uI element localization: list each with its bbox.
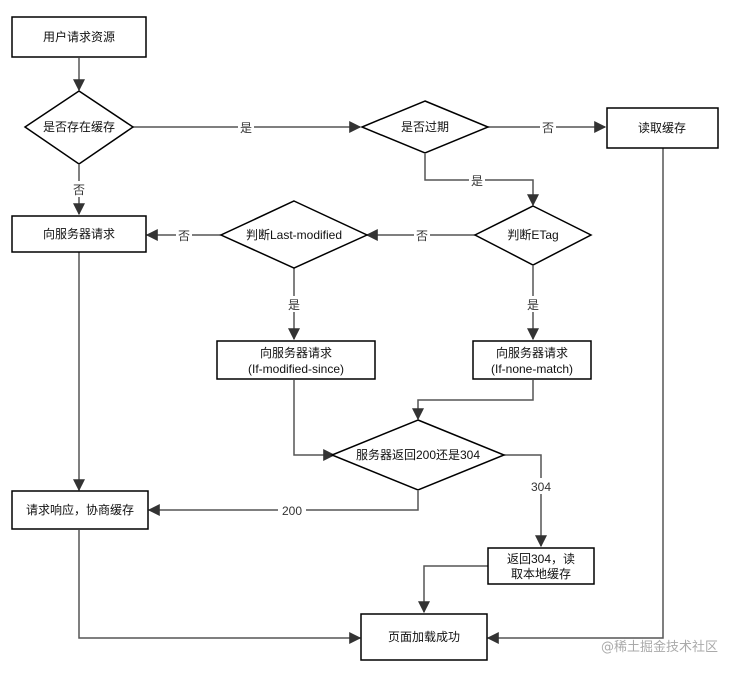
node-is-cached-label: 是否存在缓存 <box>43 120 115 134</box>
edge-response-to-page-loaded <box>78 530 362 644</box>
nodes: 用户请求资源 是否存在缓存 是否过期 读取缓存 向服务器请求 判断Last-mo… <box>11 16 719 661</box>
node-page-loaded-label: 页面加载成功 <box>388 630 460 644</box>
edge-label-cached-yes: 是 <box>240 121 252 135</box>
node-user-request-label: 用户请求资源 <box>43 29 115 44</box>
node-inm-line-1: 向服务器请求 <box>496 345 568 360</box>
node-check-etag: 判断ETag <box>473 205 593 266</box>
node-response-negotiate-label: 请求响应，协商缓存 <box>26 502 134 517</box>
edge-inm-to-server-return <box>412 380 534 421</box>
node-return-304-line-1: 返回304，读 <box>507 552 575 566</box>
edge-return304-to-page-loaded <box>418 565 488 614</box>
edges <box>73 58 664 644</box>
node-response-negotiate: 请求响应，协商缓存 <box>11 490 149 530</box>
node-ims-line-2: (If-modified-since) <box>248 362 344 376</box>
edge-server-200-to-response <box>147 491 419 516</box>
node-check-last-modified-label: 判断Last-modified <box>246 227 342 242</box>
node-check-etag-label: 判断ETag <box>507 227 558 242</box>
edge-label-lastmod-yes: 是 <box>288 298 300 312</box>
node-is-expired-label: 是否过期 <box>401 120 449 134</box>
edge-server-304-to-return304 <box>504 454 547 548</box>
node-ims-line-1: 向服务器请求 <box>260 345 332 360</box>
watermark: @稀土掘金技术社区 <box>601 639 718 655</box>
node-user-request: 用户请求资源 <box>11 16 147 58</box>
node-page-loaded: 页面加载成功 <box>360 613 488 661</box>
node-return-304: 返回304，读 取本地缓存 <box>487 547 595 585</box>
node-read-cache: 读取缓存 <box>606 107 719 149</box>
edge-label-expired-no: 否 <box>542 121 554 135</box>
node-request-server-label: 向服务器请求 <box>43 226 115 241</box>
node-inm-line-2: (If-none-match) <box>491 362 573 376</box>
node-request-if-modified-since: 向服务器请求 (If-modified-since) <box>216 340 376 380</box>
edge-label-etag-yes: 是 <box>527 298 539 312</box>
node-return-304-line-2: 取本地缓存 <box>511 567 571 581</box>
edge-label-lastmod-no: 否 <box>178 229 190 243</box>
node-is-cached: 是否存在缓存 <box>23 90 135 165</box>
edge-label-cached-no: 否 <box>73 183 85 197</box>
node-server-return-label: 服务器返回200还是304 <box>356 447 480 462</box>
node-is-expired: 是否过期 <box>360 100 490 154</box>
edge-label-expired-yes: 是 <box>471 174 483 188</box>
edge-labels: 是 否 否 是 否 是 否 是 200 304 <box>71 119 556 518</box>
edge-label-return-200: 200 <box>282 504 302 518</box>
node-read-cache-label: 读取缓存 <box>638 121 686 135</box>
edge-ims-to-server-return <box>293 380 336 461</box>
edge-label-return-304: 304 <box>531 480 551 494</box>
edge-read-cache-to-page-loaded <box>486 148 664 644</box>
node-request-if-none-match: 向服务器请求 (If-none-match) <box>472 340 592 380</box>
node-server-return: 服务器返回200还是304 <box>330 419 506 491</box>
node-check-last-modified: 判断Last-modified <box>219 200 369 269</box>
edge-label-etag-no: 否 <box>416 229 428 243</box>
node-request-server: 向服务器请求 <box>11 215 147 253</box>
